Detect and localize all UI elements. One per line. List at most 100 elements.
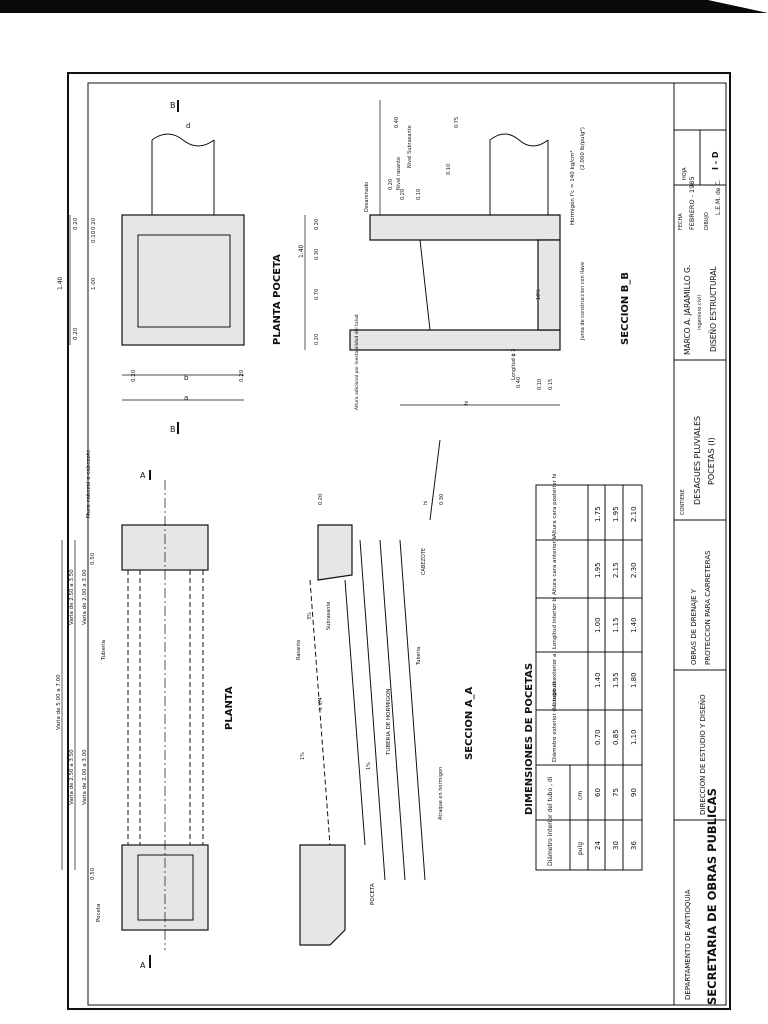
bb-top-wall (369, 214, 561, 241)
dim-text: 0.50 (90, 867, 96, 880)
dept-text: DEPARTAMENTO DE ANTIOQUIA (684, 889, 692, 1000)
label-nivel-rasante: Nivel rasante (396, 157, 402, 190)
bb-dim: 0.20 (314, 219, 320, 230)
label-tuberia-hormigon: TUBERIA DE HORMIGON (386, 689, 392, 756)
autor-text: MARCO A. JARAMILLO G. (683, 265, 692, 355)
section-a-top: A (140, 471, 146, 480)
seccion-aa-view: k V/4 Rasante Subrasante TUBERIA DE HORM… (296, 439, 475, 946)
level-label: 0.20 (318, 494, 324, 505)
label-muro: Muro cabezal o cabezote (86, 449, 92, 518)
level-label: 0.30 (439, 494, 445, 505)
dim-text: 0.20 (73, 217, 79, 230)
letter-a: a (184, 394, 188, 402)
label-desarenado: Desarenado (364, 182, 370, 212)
ingeniero-text: ingeniero civil (697, 295, 703, 330)
table-cell: 1.95 (594, 562, 602, 578)
bb-dim: 0.10 (446, 164, 452, 175)
seccion-bb-view: Desarenado Nivel rasante Nivel Subrasant… (298, 100, 631, 410)
table-cell: 0.70 (594, 729, 602, 745)
letter-d: d (186, 122, 190, 130)
dim-text: Varia de 2.00 a 3.00 (82, 569, 88, 625)
label-hormigon2: (2.000 lb/pulg²) (579, 127, 586, 170)
planta-poceta-view: 0.20 1.40 0.20 0.20 1.00 0.10 0.20 0.20 … (57, 100, 283, 434)
bb-dim: 10% (536, 289, 542, 300)
fecha-label: FECHA (678, 213, 684, 230)
poceta-section (299, 844, 346, 946)
bb-bottom-wall (349, 329, 561, 351)
table-cell: 1.40 (630, 617, 638, 633)
label-cabezote: CABEZOTE (421, 548, 427, 575)
dim-text: 0.20 (73, 327, 79, 340)
top-dark-band (0, 0, 768, 13)
table-cell: 60 (594, 788, 602, 797)
contiene-label: CONTIENE (680, 489, 686, 515)
dibujo-text: L.E.M. de C. (715, 179, 722, 215)
table-cell: 75 (612, 788, 620, 797)
hdr-a: Longitud exterior a (552, 654, 558, 706)
slope-label: 3% (307, 612, 313, 620)
bb-dim: 0.40 (516, 377, 522, 388)
table-cell: 2.10 (630, 506, 638, 522)
title-seccion-bb: SECCION B_B (620, 272, 631, 345)
bb-floor (537, 239, 561, 331)
planta-view: A A Varia de 5.00 a 7.00 Varia de 2.50 a… (56, 449, 235, 970)
label-tuberia: Tuberia (101, 640, 107, 661)
bb-dim: 0.30 (314, 249, 320, 260)
title-planta-poceta: PLANTA POCETA (272, 254, 283, 345)
section-b-bottom: B (170, 425, 176, 434)
bb-dim: 0.75 (454, 117, 460, 128)
title-block: DEPARTAMENTO DE ANTIOQUIA SECRETARIA DE … (673, 82, 727, 1006)
bb-dim: 0.70 (314, 289, 320, 300)
dim-text: 0.10 (91, 230, 97, 243)
table-cell: 2.30 (630, 562, 638, 578)
table-frame (535, 484, 643, 871)
table-cell: 30 (612, 841, 620, 850)
dimensions-table: DIMENSIONES DE POCETAS Diámetro interior… (524, 473, 643, 871)
bb-dim: 0.15 (548, 379, 554, 390)
table-cell: 2.15 (612, 562, 620, 578)
dim-text: 0.20 (91, 217, 97, 230)
label-altura: Altura adicional por inestabilidad del t… (354, 314, 360, 410)
desagues-text: DESAGUES PLUVIALES (693, 416, 702, 505)
direccion-text: DIRECCION DE ESTUDIO Y DISEÑO (698, 694, 707, 815)
table-cell: 24 (594, 841, 602, 850)
hdr-de: Diámetro exterior del tubo de (551, 680, 558, 762)
label-junta: Junta de construccion con llave (580, 262, 586, 341)
bb-dim: 0.20 (314, 334, 320, 345)
bb-dim: 0.40 (394, 117, 400, 128)
dim-text: 1.40 (57, 276, 64, 290)
section-b-top: B (170, 101, 176, 110)
dim-text: Varia de 2.00 a 3.00 (82, 749, 88, 805)
title-seccion-aa: SECCION A_A (464, 686, 475, 760)
title-planta: PLANTA (224, 686, 235, 730)
pocetas-text: POCETAS (I) (707, 437, 716, 485)
label-v4: k V/4 (318, 697, 324, 710)
table-cell: 1.10 (630, 729, 638, 745)
table-cell: 1.80 (630, 672, 638, 688)
hdr-diametro: Diámetro interior del tubo , di (547, 776, 554, 866)
slope-label: 1% (300, 752, 306, 760)
label-poceta-section: POCETA (370, 883, 376, 905)
table-cell: 1.40 (594, 672, 602, 688)
label-tuberia2: Tuberia (416, 647, 422, 666)
table-cell: 1.15 (612, 617, 620, 633)
bb-dim: 0.10 (537, 379, 543, 390)
dim-text: 0.50 (90, 552, 96, 565)
section-a-bottom: A (140, 961, 146, 970)
bb-dim: 0.20 (388, 179, 394, 190)
dim-text: Varia de 2.50 a 3.50 (69, 749, 75, 805)
hoja-label: HOJA (682, 167, 688, 180)
secretaria-text: SECRETARIA DE OBRAS PUBLICAS (705, 788, 719, 1005)
table-title: DIMENSIONES DE POCETAS (524, 663, 535, 815)
level-label: hi (423, 500, 429, 505)
hdr-k: Altura cara anterior k (552, 535, 558, 595)
cabezote-section (317, 524, 353, 581)
label-poceta: Poceta (96, 904, 102, 922)
hdr-b: Longitud interior b (552, 598, 558, 649)
dibujo-label: DIBUJO (704, 212, 710, 230)
letter-b: b (184, 374, 189, 382)
label-atraque: Atraque en hormigon (438, 767, 444, 820)
proteccion-text: PROTECCION PARA CARRETERAS (704, 550, 712, 665)
table-cell: 36 (630, 841, 638, 850)
